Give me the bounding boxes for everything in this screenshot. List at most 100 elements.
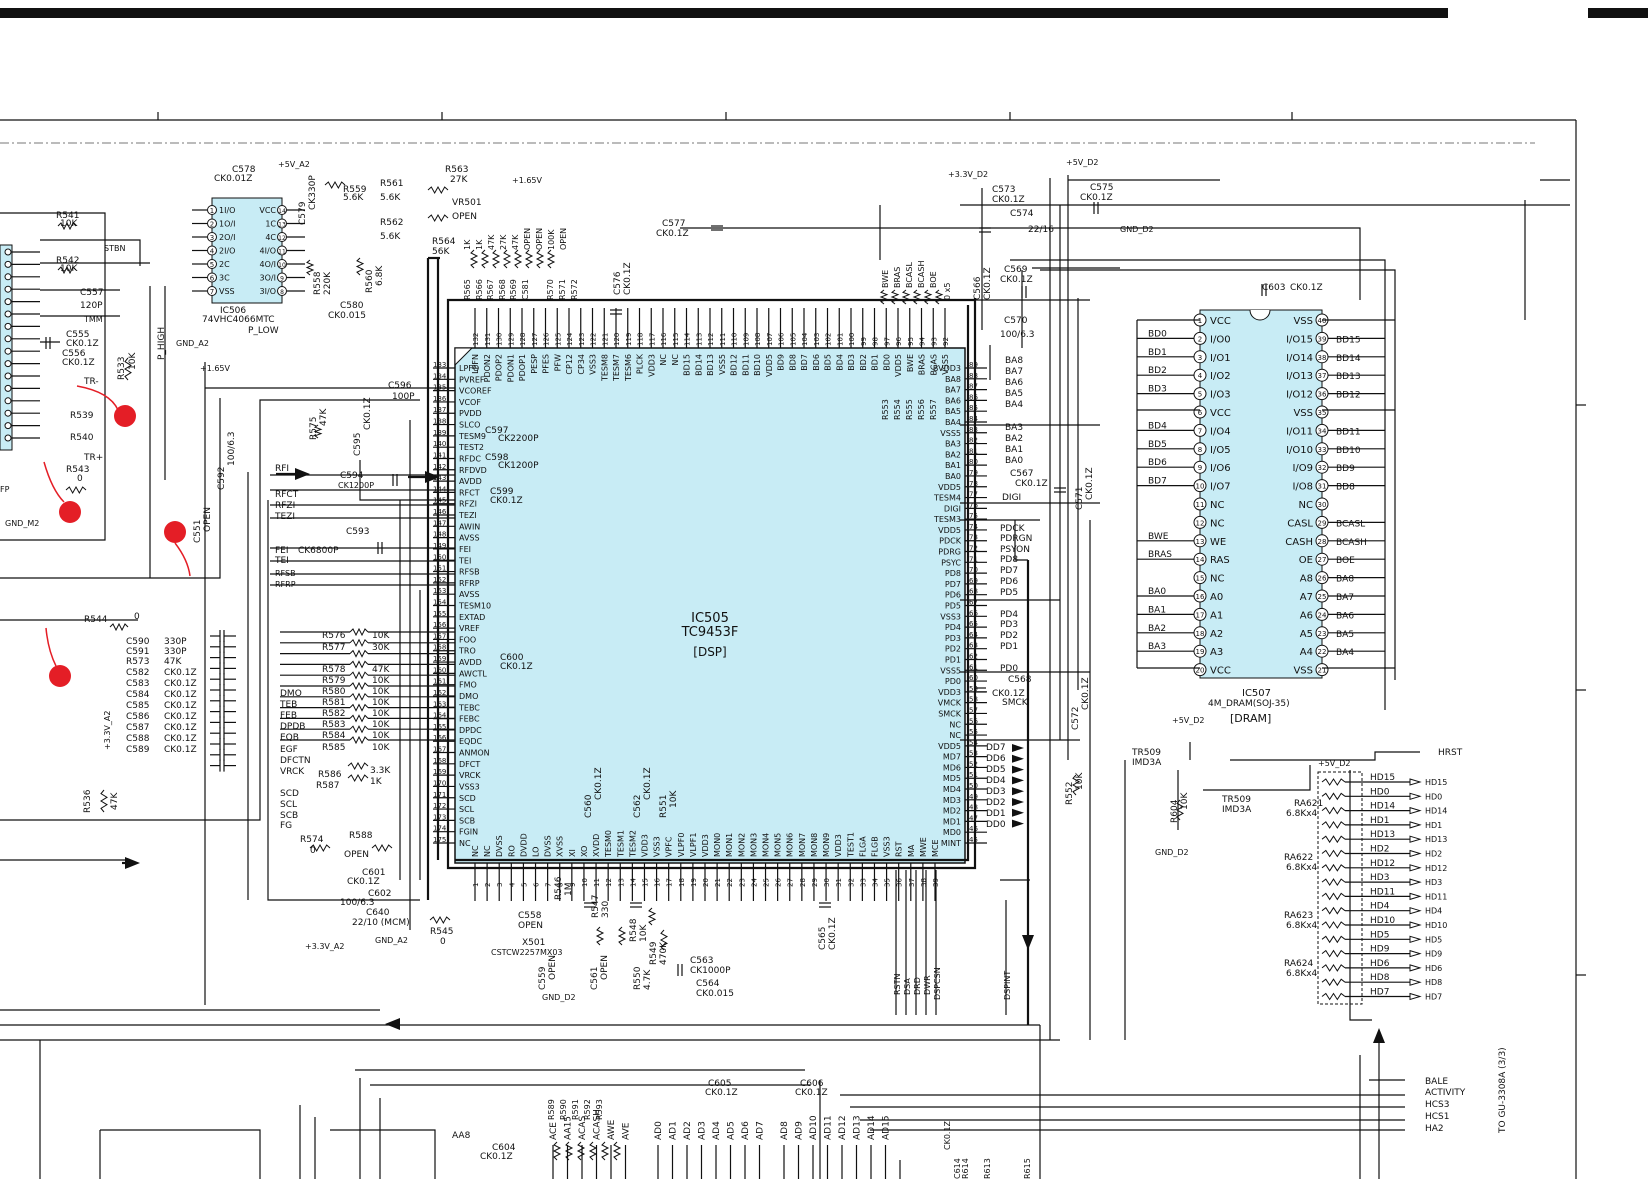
ic505-pin-number: 149 [433, 542, 446, 550]
wires [0, 175, 1570, 1179]
ic505-pin-number: 92 [942, 337, 950, 346]
ic505-pin-number: 11 [593, 878, 601, 887]
component-label-bras: BRAS [893, 267, 902, 288]
component-label-dd7: DD7 [986, 743, 1006, 753]
component-label-r558v: 220K [323, 271, 333, 295]
ic507-pin-number: 19 [1196, 648, 1205, 656]
ic507-part: 4M_DRAM(SOJ-35) [1208, 699, 1290, 709]
component-label-c575v: CK0.1Z [1080, 193, 1113, 203]
ic507-pin-number: 10 [1196, 483, 1205, 491]
hd-connector-label: HD0 [1425, 792, 1442, 801]
resistor-value: 30K [372, 643, 390, 653]
ic505-pin-label: BA4 [945, 418, 961, 427]
ic505-pin-label: LPFO [459, 364, 479, 373]
ic507-pin-label: A6 [1300, 610, 1313, 621]
component-label-gndd2b: GND_D2 [1120, 225, 1154, 234]
component-label-c640v: 22/10 (MCM) [352, 918, 410, 928]
ic505-pin-label: PDRG [938, 548, 961, 557]
component-label-r567: R567 [486, 279, 495, 300]
ic505-pin-number: 29 [811, 878, 819, 887]
ic507-pin-label: I/O11 [1286, 426, 1313, 437]
component-label-c551v: OPEN [203, 507, 213, 532]
component-label-gndd2c: GND_D2 [1155, 848, 1189, 857]
component-label-c567v: CK0.1Z [1015, 479, 1048, 489]
ic505-pin-label: TESM9 [458, 432, 486, 441]
ic505-pin-label: DVDD [519, 833, 528, 857]
ic505-pin-number: 107 [766, 333, 774, 346]
component-label-digi: DIGI [1002, 493, 1021, 503]
ic505-pin-number: 19 [690, 878, 698, 887]
ic505-pin-number: 167 [433, 746, 446, 754]
ic506-pin-label: 3C [219, 274, 230, 283]
component-label-gnda2b: GND_A2 [375, 936, 408, 945]
ic505-pin-number: 32 [847, 878, 855, 887]
ic505-func: [DSP] [693, 645, 726, 659]
resistor-symbol [429, 915, 451, 925]
ic505-pin-number: 130 [496, 333, 504, 346]
ic507-pin-number: 1 [1198, 317, 1202, 325]
ic505-pin-label: BA8 [945, 375, 961, 384]
component-label-ba7: BA7 [1005, 367, 1023, 377]
resistor-symbol [647, 907, 657, 926]
ic505-pin-label: PD1 [945, 655, 961, 664]
hd-connector-label: HD9 [1425, 950, 1442, 959]
ic507-pin-label: I/O1 [1210, 353, 1231, 364]
component-label-ha2: HA2 [1425, 1124, 1444, 1134]
ic507-pin-number: 2 [1198, 335, 1202, 343]
ic505-pin-label: BD10 [753, 354, 762, 376]
component-label-ba0: BA0 [1005, 456, 1023, 466]
ic505-pin-label: BD6 [812, 354, 821, 371]
ic507-pin-label: NC [1210, 500, 1224, 511]
resistor-symbol [469, 249, 479, 269]
component-label-c590v: 330P [164, 637, 187, 647]
ic507-net-label: BD4 [1148, 421, 1167, 431]
ic505-pin-label: VDD5 [765, 354, 774, 377]
component-label-drd: DRD [913, 977, 922, 995]
ic507-pin-number: 23 [1318, 630, 1327, 638]
ic507-pin-label: I/O0 [1210, 334, 1231, 345]
component-label-r586: R586 [318, 770, 342, 780]
ic505-pin-number: 98 [872, 337, 880, 346]
component-label-c561v: OPEN [600, 955, 610, 980]
cap-value-ck01z: CK0.1Z [164, 679, 197, 689]
ic505-pin-number: 15 [641, 878, 649, 887]
ic507-net-label: BCASL [1336, 519, 1365, 529]
component-label-c568v: CK0.1Z [992, 689, 1025, 699]
ic505-pin-label: FOO [459, 635, 476, 644]
ic505-pin-number: 113 [695, 333, 703, 346]
ic507-net-label: BA5 [1336, 630, 1354, 640]
ic505-pin-label: VLPF1 [689, 833, 698, 857]
component-label-c604: C604 [492, 1143, 516, 1153]
hd-net-label: HD0 [1370, 787, 1390, 797]
resistor-symbol [552, 1141, 562, 1161]
ic505-pin-label: MD4 [943, 785, 961, 794]
ic505-pin-label: VDD5 [894, 354, 903, 377]
component-label-trp: TR+ [83, 453, 103, 463]
component-label-r547: R547 [591, 895, 601, 918]
ic505-pin-label: SCB [459, 816, 475, 825]
bus-label: AVE [622, 1122, 632, 1140]
resistor-symbol [57, 265, 77, 275]
ic505-pin-number: 72 [969, 545, 978, 553]
hd-connector-label: HD5 [1425, 935, 1442, 944]
ic505-pin-number: 8 [557, 883, 565, 887]
component-label-c567: C567 [1010, 469, 1033, 479]
hd-net-label: HD5 [1370, 930, 1389, 940]
ic507-pin-number: 8 [1198, 446, 1202, 454]
ic505-pin-number: 82 [969, 437, 978, 445]
component-label-tezi: TEZI [274, 512, 295, 522]
ic505-pin-number: 3 [496, 883, 504, 887]
ic505-pin-label: NC [659, 354, 668, 366]
component-label-c577v: CK0.1Z [656, 229, 689, 239]
ic505-pin-number: 34 [871, 878, 879, 887]
component-label-r571: R571 [558, 279, 567, 300]
hd-net-label: HD9 [1370, 945, 1390, 955]
ic505-pin-label: BA3 [945, 440, 961, 449]
ic507-net-label: BA0 [1148, 587, 1166, 597]
component-label-r563: R563 [445, 165, 468, 175]
ic505-pin-number: 80 [969, 458, 978, 466]
component-label-v5a2: +5V_A2 [278, 160, 310, 169]
component-label-c564v: CK0.015 [696, 989, 734, 999]
